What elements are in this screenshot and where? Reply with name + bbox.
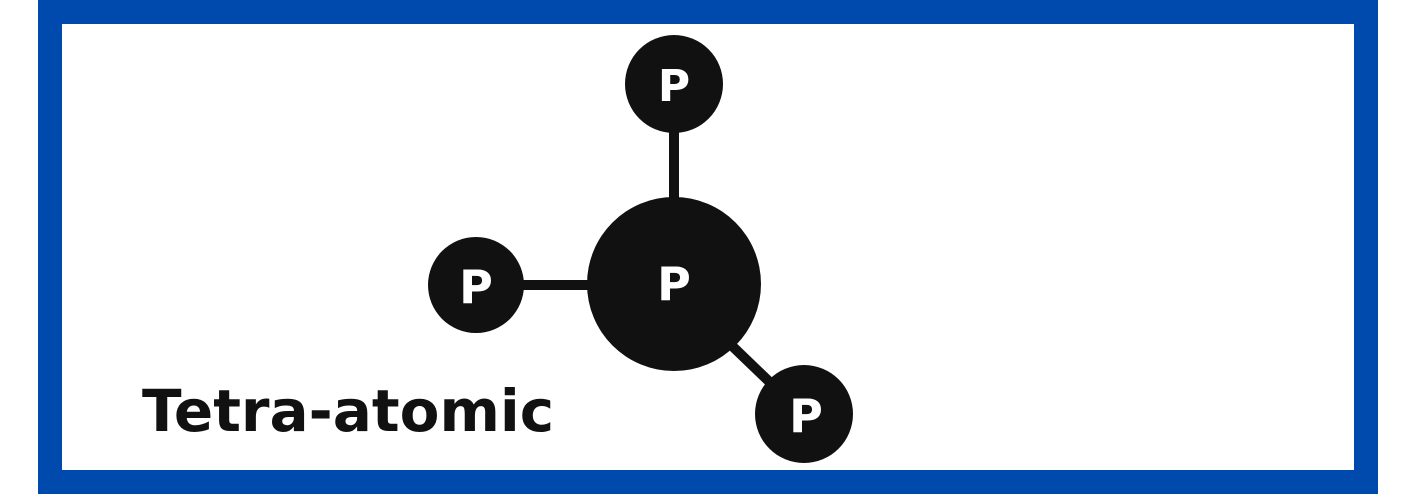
outer-atom-left: P	[428, 237, 524, 333]
outer-atom-left-label: P	[459, 260, 493, 314]
outer-atom-bottom-right-label: P	[789, 389, 823, 443]
outer-atom-top: P	[625, 35, 723, 133]
outer-atom-top-label: P	[658, 61, 690, 112]
diagram-caption: Tetra-atomic	[142, 377, 555, 445]
central-atom: P	[587, 197, 761, 371]
outer-atom-bottom-right: P	[755, 365, 853, 463]
central-atom-label: P	[657, 257, 691, 311]
